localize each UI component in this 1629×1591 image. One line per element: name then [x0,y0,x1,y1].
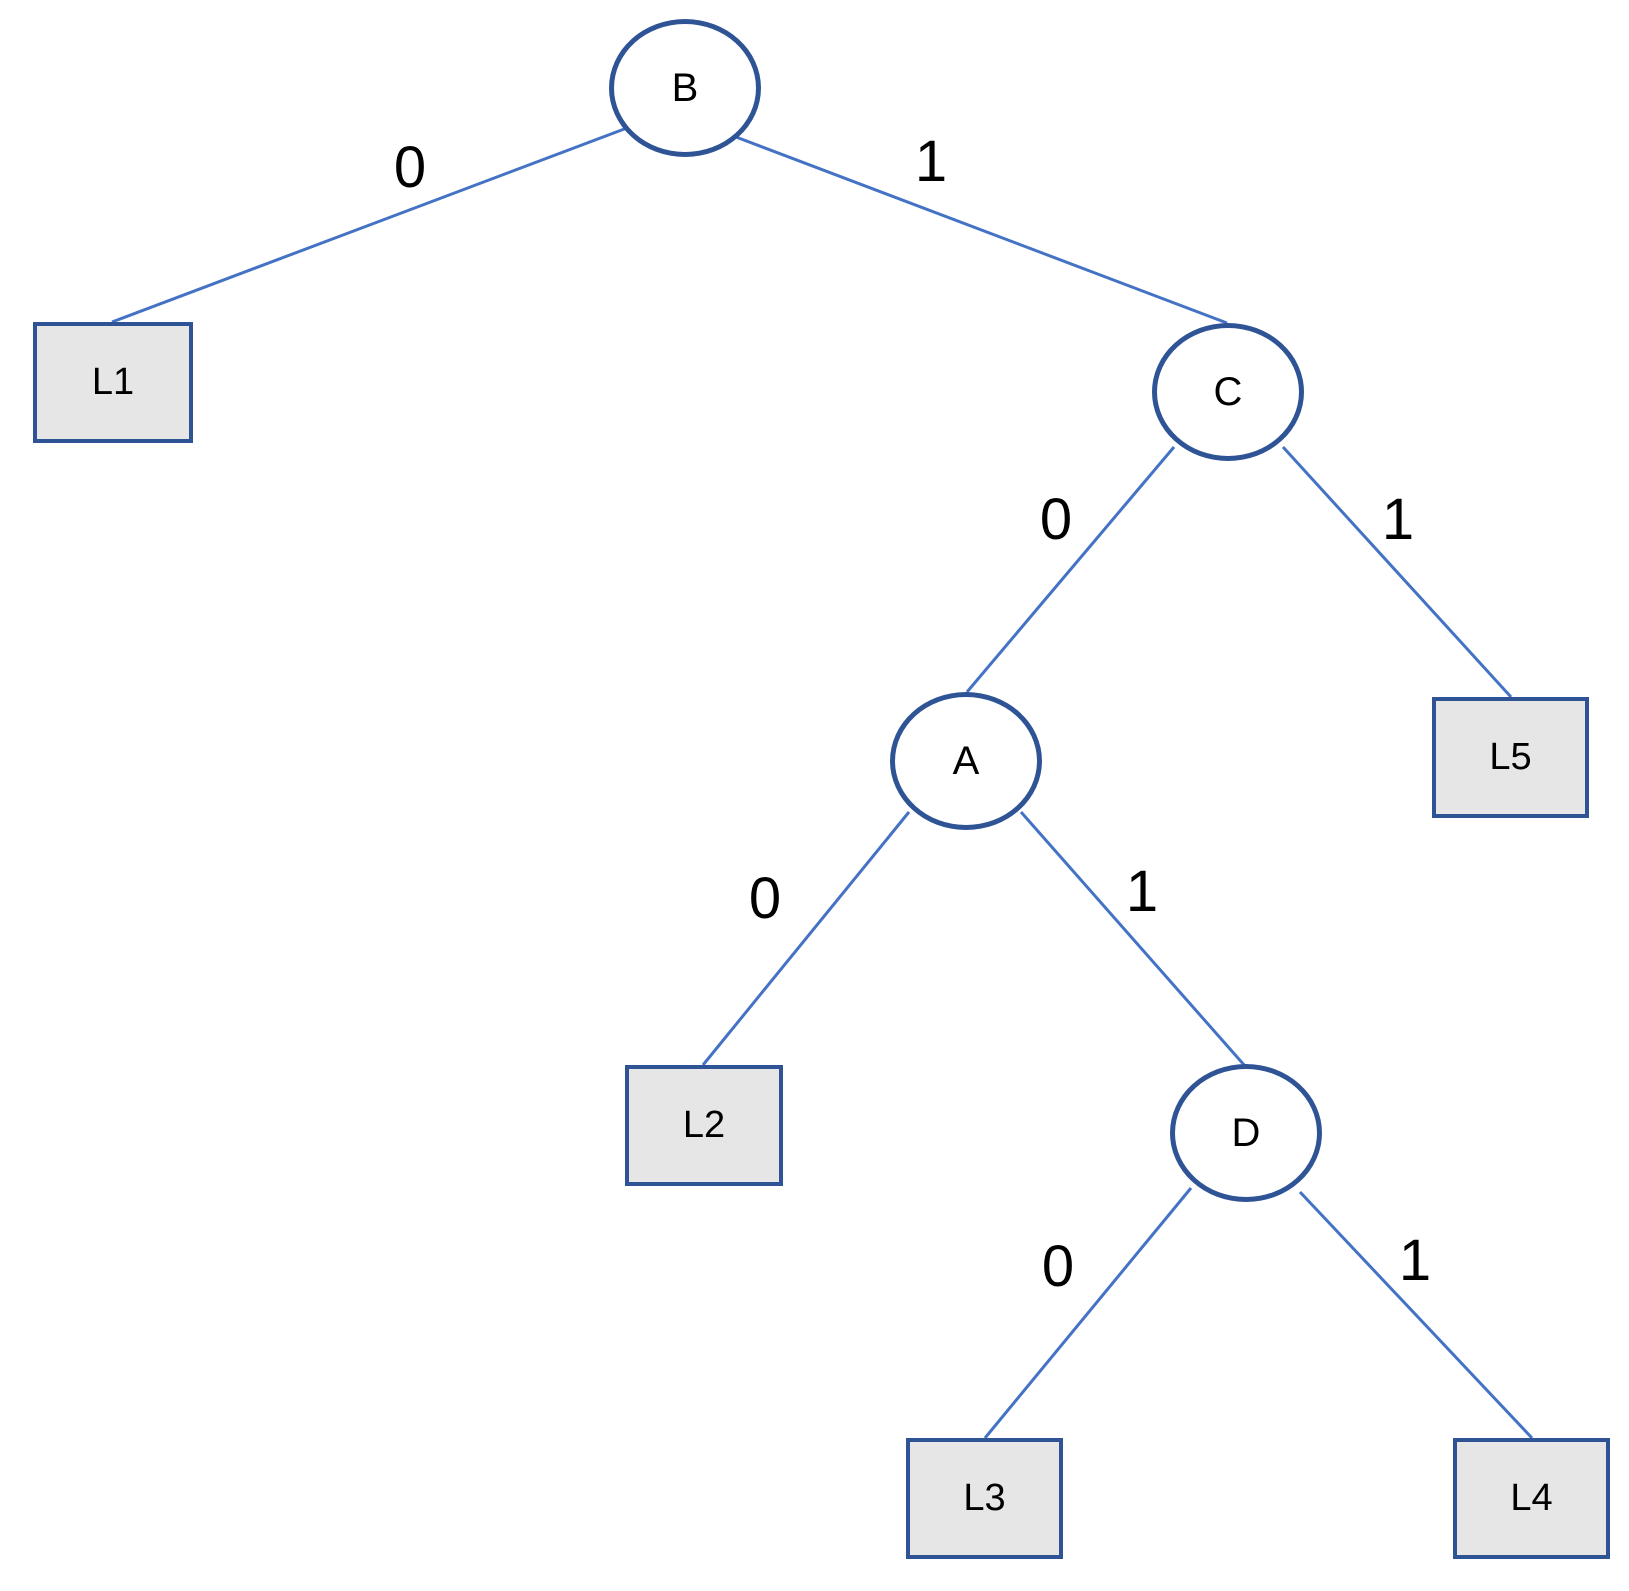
edge-line-a-d [1019,811,1247,1067]
leaf-node-l2-label: L2 [682,1104,726,1146]
edge-line-c-l5 [1281,445,1513,699]
edge-line-b-c [735,135,1228,325]
internal-node-b-label: B [671,65,699,110]
edge-label-d-l3: 0 [1041,1234,1075,1299]
leaf-node-l3: L3 [906,1438,1063,1559]
edge-line-c-a [965,446,1176,693]
leaf-node-l5-label: L5 [1489,736,1532,778]
edge-label-d-l4: 1 [1398,1228,1432,1293]
edge-label-a-l2: 0 [748,866,782,931]
internal-node-b: B [609,19,761,157]
edge-line-a-l2 [701,811,911,1066]
leaf-node-l1: L1 [33,322,193,443]
leaf-node-l4: L4 [1453,1438,1610,1559]
leaf-node-l2: L2 [625,1065,783,1186]
leaf-node-l4-label: L4 [1510,1477,1553,1519]
internal-node-c: C [1152,323,1304,461]
edge-line-b-l1 [111,126,628,324]
edge-label-a-d: 1 [1125,859,1159,924]
edge-label-b-c: 1 [914,129,948,194]
edge-line-d-l3 [983,1187,1193,1439]
edge-line-d-l4 [1298,1190,1534,1440]
leaf-node-l3-label: L3 [963,1477,1006,1519]
internal-node-a: A [890,692,1042,830]
internal-node-a-label: A [952,738,980,783]
internal-node-c-label: C [1213,369,1243,414]
edge-label-b-l1: 0 [393,135,427,200]
edge-label-c-l5: 1 [1381,487,1415,552]
internal-node-d-label: D [1231,1110,1261,1155]
leaf-node-l5: L5 [1432,697,1589,818]
edge-label-c-a: 0 [1039,487,1073,552]
internal-node-d: D [1170,1064,1322,1202]
leaf-node-l1-label: L1 [91,361,135,403]
